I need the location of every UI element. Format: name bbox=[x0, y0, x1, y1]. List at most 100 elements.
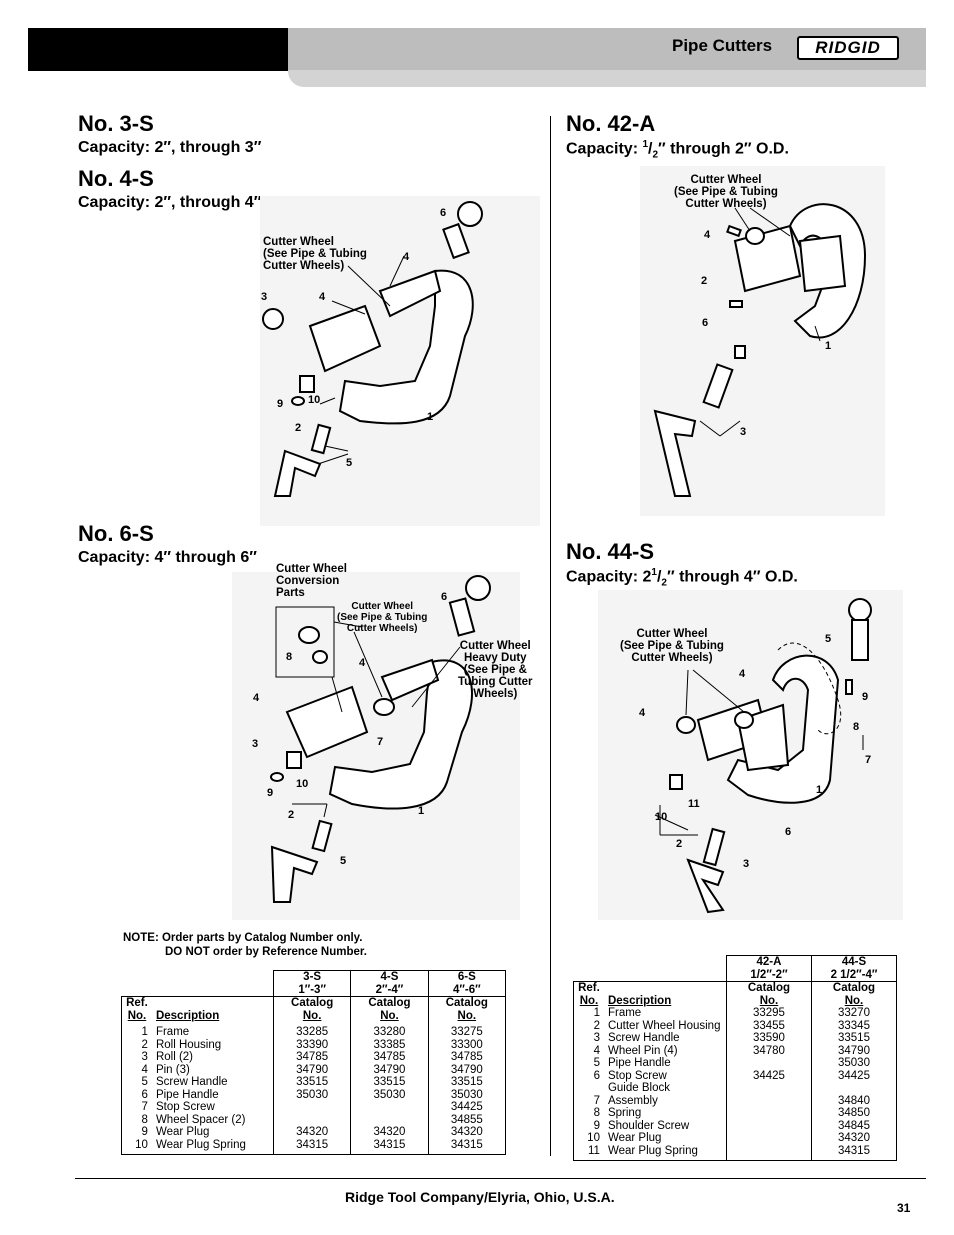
catalog-cell-3s: 33515 bbox=[272, 1076, 351, 1089]
catalog-cell-3s: 34320 bbox=[272, 1126, 351, 1139]
ref-cell: 7 bbox=[120, 1101, 152, 1114]
catalog-cell-6s: 34425 bbox=[427, 1101, 507, 1114]
ref-cell: 9 bbox=[572, 1119, 604, 1132]
catalog-cell-3s: 35030 bbox=[272, 1088, 351, 1101]
fig2-ref-4: 4 bbox=[704, 229, 711, 241]
ref-cell: 10 bbox=[120, 1138, 152, 1155]
catalog-cell-42a: 33590 bbox=[725, 1032, 812, 1045]
fig4-ref-11: 11 bbox=[688, 798, 700, 810]
ref-cell: 8 bbox=[120, 1113, 152, 1126]
cutter-44s-diagram bbox=[598, 590, 903, 920]
cutter-6s-diagram bbox=[232, 572, 520, 920]
fig1-ref-5: 5 bbox=[346, 457, 353, 469]
catalog-cell-4s: 34320 bbox=[350, 1126, 429, 1139]
cat-header-r-a2: No. bbox=[759, 994, 779, 1007]
catalog-cell-6s: 33300 bbox=[427, 1038, 507, 1051]
catalog-cell-42a bbox=[725, 1057, 812, 1070]
catalog-cell-4s: 34785 bbox=[350, 1051, 429, 1064]
catalog-cell-4s: 34315 bbox=[350, 1138, 429, 1155]
desc-cell: Wheel Pin (4) bbox=[607, 1044, 678, 1057]
fig3-ref-1: 1 bbox=[418, 805, 425, 817]
footer-rule bbox=[75, 1178, 926, 1179]
fig1-ref-4a: 4 bbox=[403, 251, 410, 263]
ref-header-r2: No. bbox=[579, 994, 599, 1007]
model-col-4s: 4-S bbox=[380, 971, 399, 983]
fig1-ref-10: 10 bbox=[308, 394, 321, 406]
model-6s-capacity: Capacity: 4″ through 6″ bbox=[78, 549, 257, 566]
model-44s-capacity: Capacity: 21/2″ through 4″ O.D. bbox=[566, 567, 798, 589]
header-title: Pipe Cutters bbox=[672, 36, 773, 55]
desc-cell: Stop Screw bbox=[607, 1069, 667, 1082]
fig3-ref-6: 6 bbox=[441, 591, 448, 603]
desc-cell: Frame bbox=[607, 1007, 642, 1019]
ridgid-logo: RIDGID bbox=[797, 36, 899, 60]
fig3-ref-9: 9 bbox=[267, 787, 274, 799]
catalog-cell-44s: 33345 bbox=[810, 1019, 898, 1032]
ref-cell: 3 bbox=[572, 1032, 604, 1045]
cat-header-r-b2: No. bbox=[844, 994, 864, 1007]
catalog-cell-6s: 34315 bbox=[427, 1138, 507, 1155]
ref-header-1: Ref. bbox=[126, 997, 148, 1009]
cat-header-a2: No. bbox=[302, 1009, 322, 1022]
cat-header-c2: No. bbox=[457, 1009, 477, 1022]
catalog-cell-44s: 34320 bbox=[810, 1132, 898, 1145]
fig1-ref-1: 1 bbox=[427, 411, 434, 423]
fig4-ref-3: 3 bbox=[743, 858, 750, 870]
catalog-cell-4s: 33515 bbox=[350, 1076, 429, 1089]
cutter-42a-diagram bbox=[640, 166, 885, 516]
cap-44s-prefix: Capacity: 2 bbox=[566, 568, 652, 586]
model-col-6s: 6-S bbox=[457, 971, 476, 983]
catalog-cell-4s: 33280 bbox=[350, 1022, 429, 1039]
ref-header-r1: Ref. bbox=[578, 982, 600, 994]
fig1-cutter-wheel-callout: Cutter Wheel (See Pipe & Tubing Cutter W… bbox=[263, 236, 367, 272]
ref-cell: 5 bbox=[120, 1076, 152, 1089]
ref-cell: 1 bbox=[572, 1007, 604, 1020]
catalog-cell-42a bbox=[725, 1132, 812, 1145]
model-col-44s: 44-S bbox=[841, 956, 867, 968]
ref-cell: 4 bbox=[572, 1044, 604, 1057]
page-number: 31 bbox=[897, 1201, 911, 1215]
desc-cell: Pin (3) bbox=[155, 1063, 190, 1076]
ref-header-2: No. bbox=[127, 1009, 147, 1022]
ref-cell: 2 bbox=[120, 1038, 152, 1051]
cap-44s-den: 2 bbox=[661, 577, 667, 589]
fig3-ref-7: 7 bbox=[377, 736, 384, 748]
fig4-ref-8: 8 bbox=[853, 721, 860, 733]
desc-cell: Guide Block Assembly bbox=[607, 1082, 670, 1107]
cap-42a-prefix: Capacity: bbox=[566, 140, 643, 158]
cap-44s-num: 1 bbox=[651, 567, 657, 578]
model-col-42a: 42-A bbox=[756, 956, 782, 968]
fig2-ref-3: 3 bbox=[740, 426, 747, 438]
fig4-ref-6: 6 bbox=[785, 826, 792, 838]
cap-42a-suffix: ″ through 2″ O.D. bbox=[658, 140, 789, 158]
catalog-cell-42a bbox=[725, 1082, 812, 1107]
ref-cell: 6 bbox=[572, 1069, 604, 1082]
catalog-cell-42a bbox=[725, 1144, 812, 1161]
cat-header-r-b1: Catalog bbox=[832, 982, 876, 994]
fig1-ref-6: 6 bbox=[440, 207, 447, 219]
fig1-ref-4b: 4 bbox=[319, 291, 326, 303]
ref-cell: 11 bbox=[572, 1144, 604, 1161]
catalog-cell-3s: 33285 bbox=[272, 1022, 351, 1039]
desc-cell: Pipe Handle bbox=[607, 1057, 671, 1069]
catalog-cell-4s: 34790 bbox=[350, 1063, 429, 1076]
cap-42a-den: 2 bbox=[652, 149, 659, 161]
cat-header-b1: Catalog bbox=[368, 997, 411, 1009]
fig3-ref-4a: 4 bbox=[359, 657, 366, 669]
ridgid-logo-text: RIDGID bbox=[815, 38, 881, 57]
desc-cell: Shoulder Screw bbox=[607, 1119, 690, 1132]
fig4-cutter-wheel-callout: Cutter Wheel (See Pipe & Tubing Cutter W… bbox=[620, 628, 724, 664]
ref-cell: 3 bbox=[120, 1051, 152, 1064]
catalog-cell-6s: 34855 bbox=[427, 1113, 507, 1126]
fig4-ref-4b: 4 bbox=[639, 707, 646, 719]
